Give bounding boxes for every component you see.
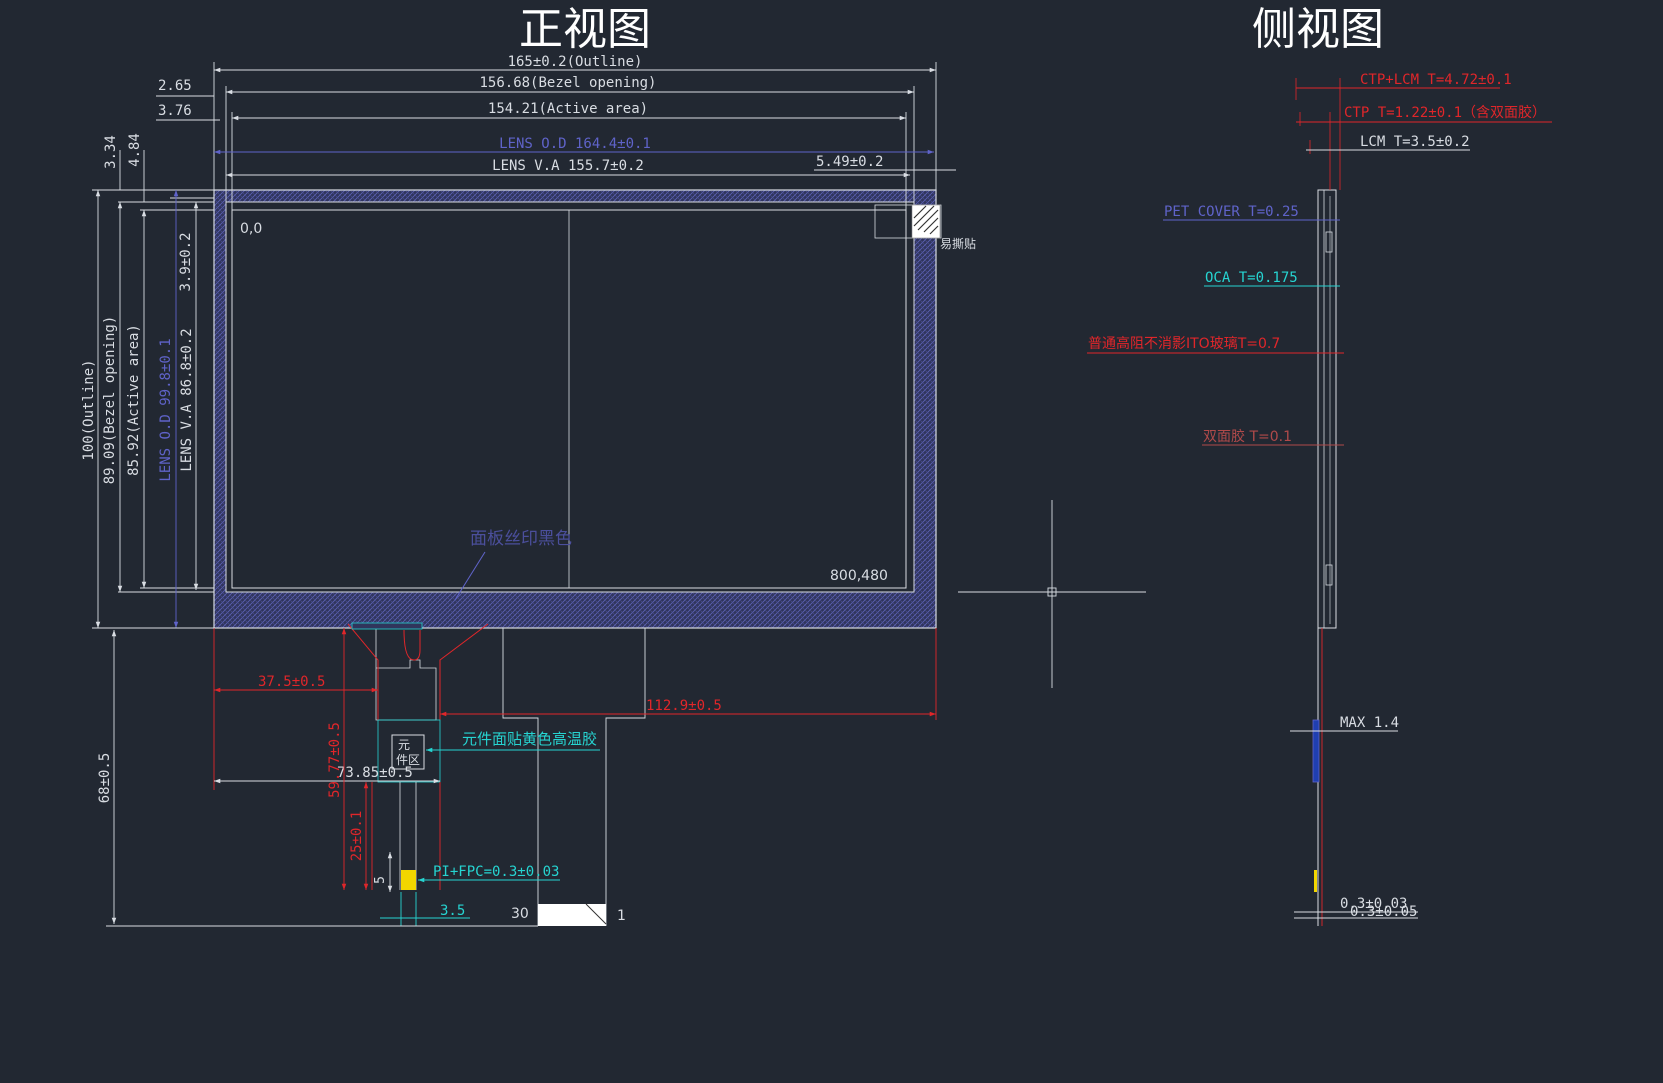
pi-fpc-label: PI+FPC=0.3±0.03 bbox=[433, 864, 559, 880]
component-area-label-1: 元 bbox=[398, 738, 410, 752]
front-vertical-dimensions: 100(Outline) 89.09(Bezel opening) 85.92(… bbox=[81, 133, 214, 629]
side-fpc-thickness-b: 0.3±0.05 bbox=[1350, 904, 1417, 920]
silkscreen-leader bbox=[454, 551, 486, 601]
dim-5: 5 bbox=[373, 876, 388, 884]
dim-active-height: 85.92(Active area) bbox=[126, 324, 142, 476]
side-ito-glass: 普通高阻不消影ITO玻璃T=0.7 bbox=[1088, 335, 1280, 352]
side-ctp-lcm: CTP+LCM T=4.72±0.1 bbox=[1360, 72, 1512, 88]
fpc-outline bbox=[375, 628, 437, 721]
dim-lens-od-width: LENS O.D 164.4±0.1 bbox=[499, 136, 651, 152]
dim-top-334: 3.34 bbox=[103, 135, 119, 169]
side-oca: OCA T=0.175 bbox=[1205, 270, 1298, 286]
resolution-label: 800,480 bbox=[830, 568, 888, 584]
fpc-bonding bbox=[351, 622, 423, 630]
dim-25: 25±0.1 bbox=[349, 811, 365, 862]
front-view: 易撕贴 0,0 800,480 面板丝印黑色 元 件区 元件面贴黄色高温胶 30… bbox=[213, 189, 976, 926]
dim-outline-width: 165±0.2(Outline) bbox=[508, 54, 643, 70]
side-stiffener bbox=[1312, 719, 1320, 783]
dim-offset-549: 5.49±0.2 bbox=[816, 154, 883, 170]
dim-bezel-width: 156.68(Bezel opening) bbox=[479, 75, 656, 91]
dim-5977: 59.77±0.5 bbox=[327, 722, 343, 798]
dim-lens-va-height: LENS V.A 86.8±0.2 bbox=[179, 328, 195, 471]
dim-bezel-height: 89.09(Bezel opening) bbox=[102, 316, 118, 485]
sticker-label: 易撕贴 bbox=[940, 237, 976, 251]
origin-label: 0,0 bbox=[240, 221, 262, 237]
dim-top-484: 4.84 bbox=[127, 133, 143, 167]
silkscreen-label: 面板丝印黑色 bbox=[470, 529, 572, 549]
dim-outline-height: 100(Outline) bbox=[81, 359, 97, 460]
pin-1-label: 1 bbox=[617, 908, 626, 924]
dim-active-width: 154.21(Active area) bbox=[488, 101, 648, 117]
side-lcm bbox=[1317, 189, 1337, 629]
side-max: MAX 1.4 bbox=[1340, 715, 1399, 731]
side-pet-cover: PET COVER T=0.25 bbox=[1164, 204, 1299, 220]
dim-left-376: 3.76 bbox=[158, 103, 192, 119]
fpc-contact-yellow bbox=[401, 870, 416, 890]
side-lcm: LCM T=3.5±0.2 bbox=[1360, 134, 1470, 150]
dim-lens-od-height: LENS O.D 99.8±0.1 bbox=[158, 338, 174, 481]
dim-7385: 73.85±0.5 bbox=[337, 765, 413, 781]
component-area-box bbox=[391, 734, 425, 770]
dim-1129: 112.9±0.5 bbox=[646, 698, 722, 714]
side-fpc-thickness-a: 0.3±0.03 bbox=[1340, 896, 1407, 912]
fpc-white-body bbox=[502, 628, 646, 926]
fpc-dimensions: 37.5±0.5 112.9±0.5 73.85±0.5 59.77±0.5 2… bbox=[97, 627, 937, 927]
crosshair-cursor bbox=[958, 500, 1146, 688]
dim-35: 3.5 bbox=[440, 903, 465, 919]
sticker-box bbox=[874, 204, 942, 239]
dim-375: 37.5±0.5 bbox=[258, 674, 325, 690]
connector-white bbox=[538, 904, 606, 926]
front-view-title: 正视图 bbox=[519, 4, 651, 55]
side-ctp: CTP T=1.22±0.1（含双面胶） bbox=[1344, 104, 1546, 121]
side-view-title: 侧视图 bbox=[1252, 4, 1384, 55]
component-tape-label: 元件面贴黄色高温胶 bbox=[462, 730, 597, 748]
fpc-red-outline bbox=[347, 623, 489, 720]
side-fpc-contact bbox=[1314, 870, 1317, 892]
dim-68: 68±0.5 bbox=[97, 753, 113, 804]
front-horizontal-dimensions: 165±0.2(Outline) 156.68(Bezel opening) 1… bbox=[156, 54, 956, 210]
dim-left-265: 2.65 bbox=[158, 78, 192, 94]
dim-top-39: 3.9±0.2 bbox=[178, 232, 194, 291]
side-double-tape: 双面胶 T=0.1 bbox=[1203, 428, 1292, 445]
dim-lens-va-width: LENS V.A 155.7±0.2 bbox=[492, 158, 644, 174]
pin-30-label: 30 bbox=[511, 906, 529, 922]
side-view: CTP+LCM T=4.72±0.1 CTP T=1.22±0.1（含双面胶） … bbox=[1087, 72, 1552, 926]
component-area-label-2: 件区 bbox=[396, 753, 420, 767]
